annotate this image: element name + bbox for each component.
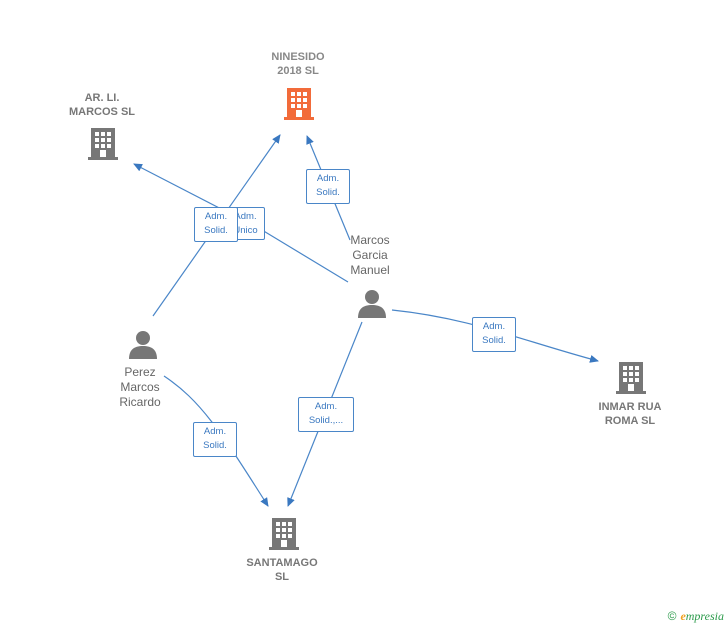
company-label-inmar-rua-roma[interactable]: INMAR RUA ROMA SL — [598, 401, 662, 427]
brand-name: mpresia — [685, 609, 724, 623]
brand-initial: e — [680, 609, 686, 623]
building-icon[interactable] — [88, 126, 118, 160]
relation-label: Adm. Solid. — [194, 207, 238, 242]
building-icon[interactable] — [269, 516, 299, 550]
person-label-perez-marcos[interactable]: Perez Marcos Ricardo — [119, 365, 161, 409]
empresia-watermark: ©empresia — [668, 609, 724, 624]
relation-label: Adm. Solid. — [306, 169, 350, 204]
edge-perez-to-santamago — [163, 375, 269, 507]
person-icon[interactable] — [357, 288, 387, 318]
copyright-icon: © — [667, 609, 677, 623]
relation-label: Adm. Solid. — [472, 317, 516, 352]
building-icon[interactable] — [616, 360, 646, 394]
company-label-ninesido[interactable]: NINESIDO 2018 SL — [271, 51, 325, 77]
person-label-marcos-garcia[interactable]: Marcos Garcia Manuel — [350, 233, 390, 277]
company-label-ar-li-marcos[interactable]: AR. LI. MARCOS SL — [69, 92, 135, 118]
person-icon[interactable] — [128, 329, 158, 359]
building-icon[interactable] — [284, 86, 314, 120]
relation-label: Adm. Solid.,... — [298, 397, 354, 432]
relation-label: Adm. Solid. — [193, 422, 237, 457]
company-label-santamago[interactable]: SANTAMAGO SL — [246, 557, 318, 583]
